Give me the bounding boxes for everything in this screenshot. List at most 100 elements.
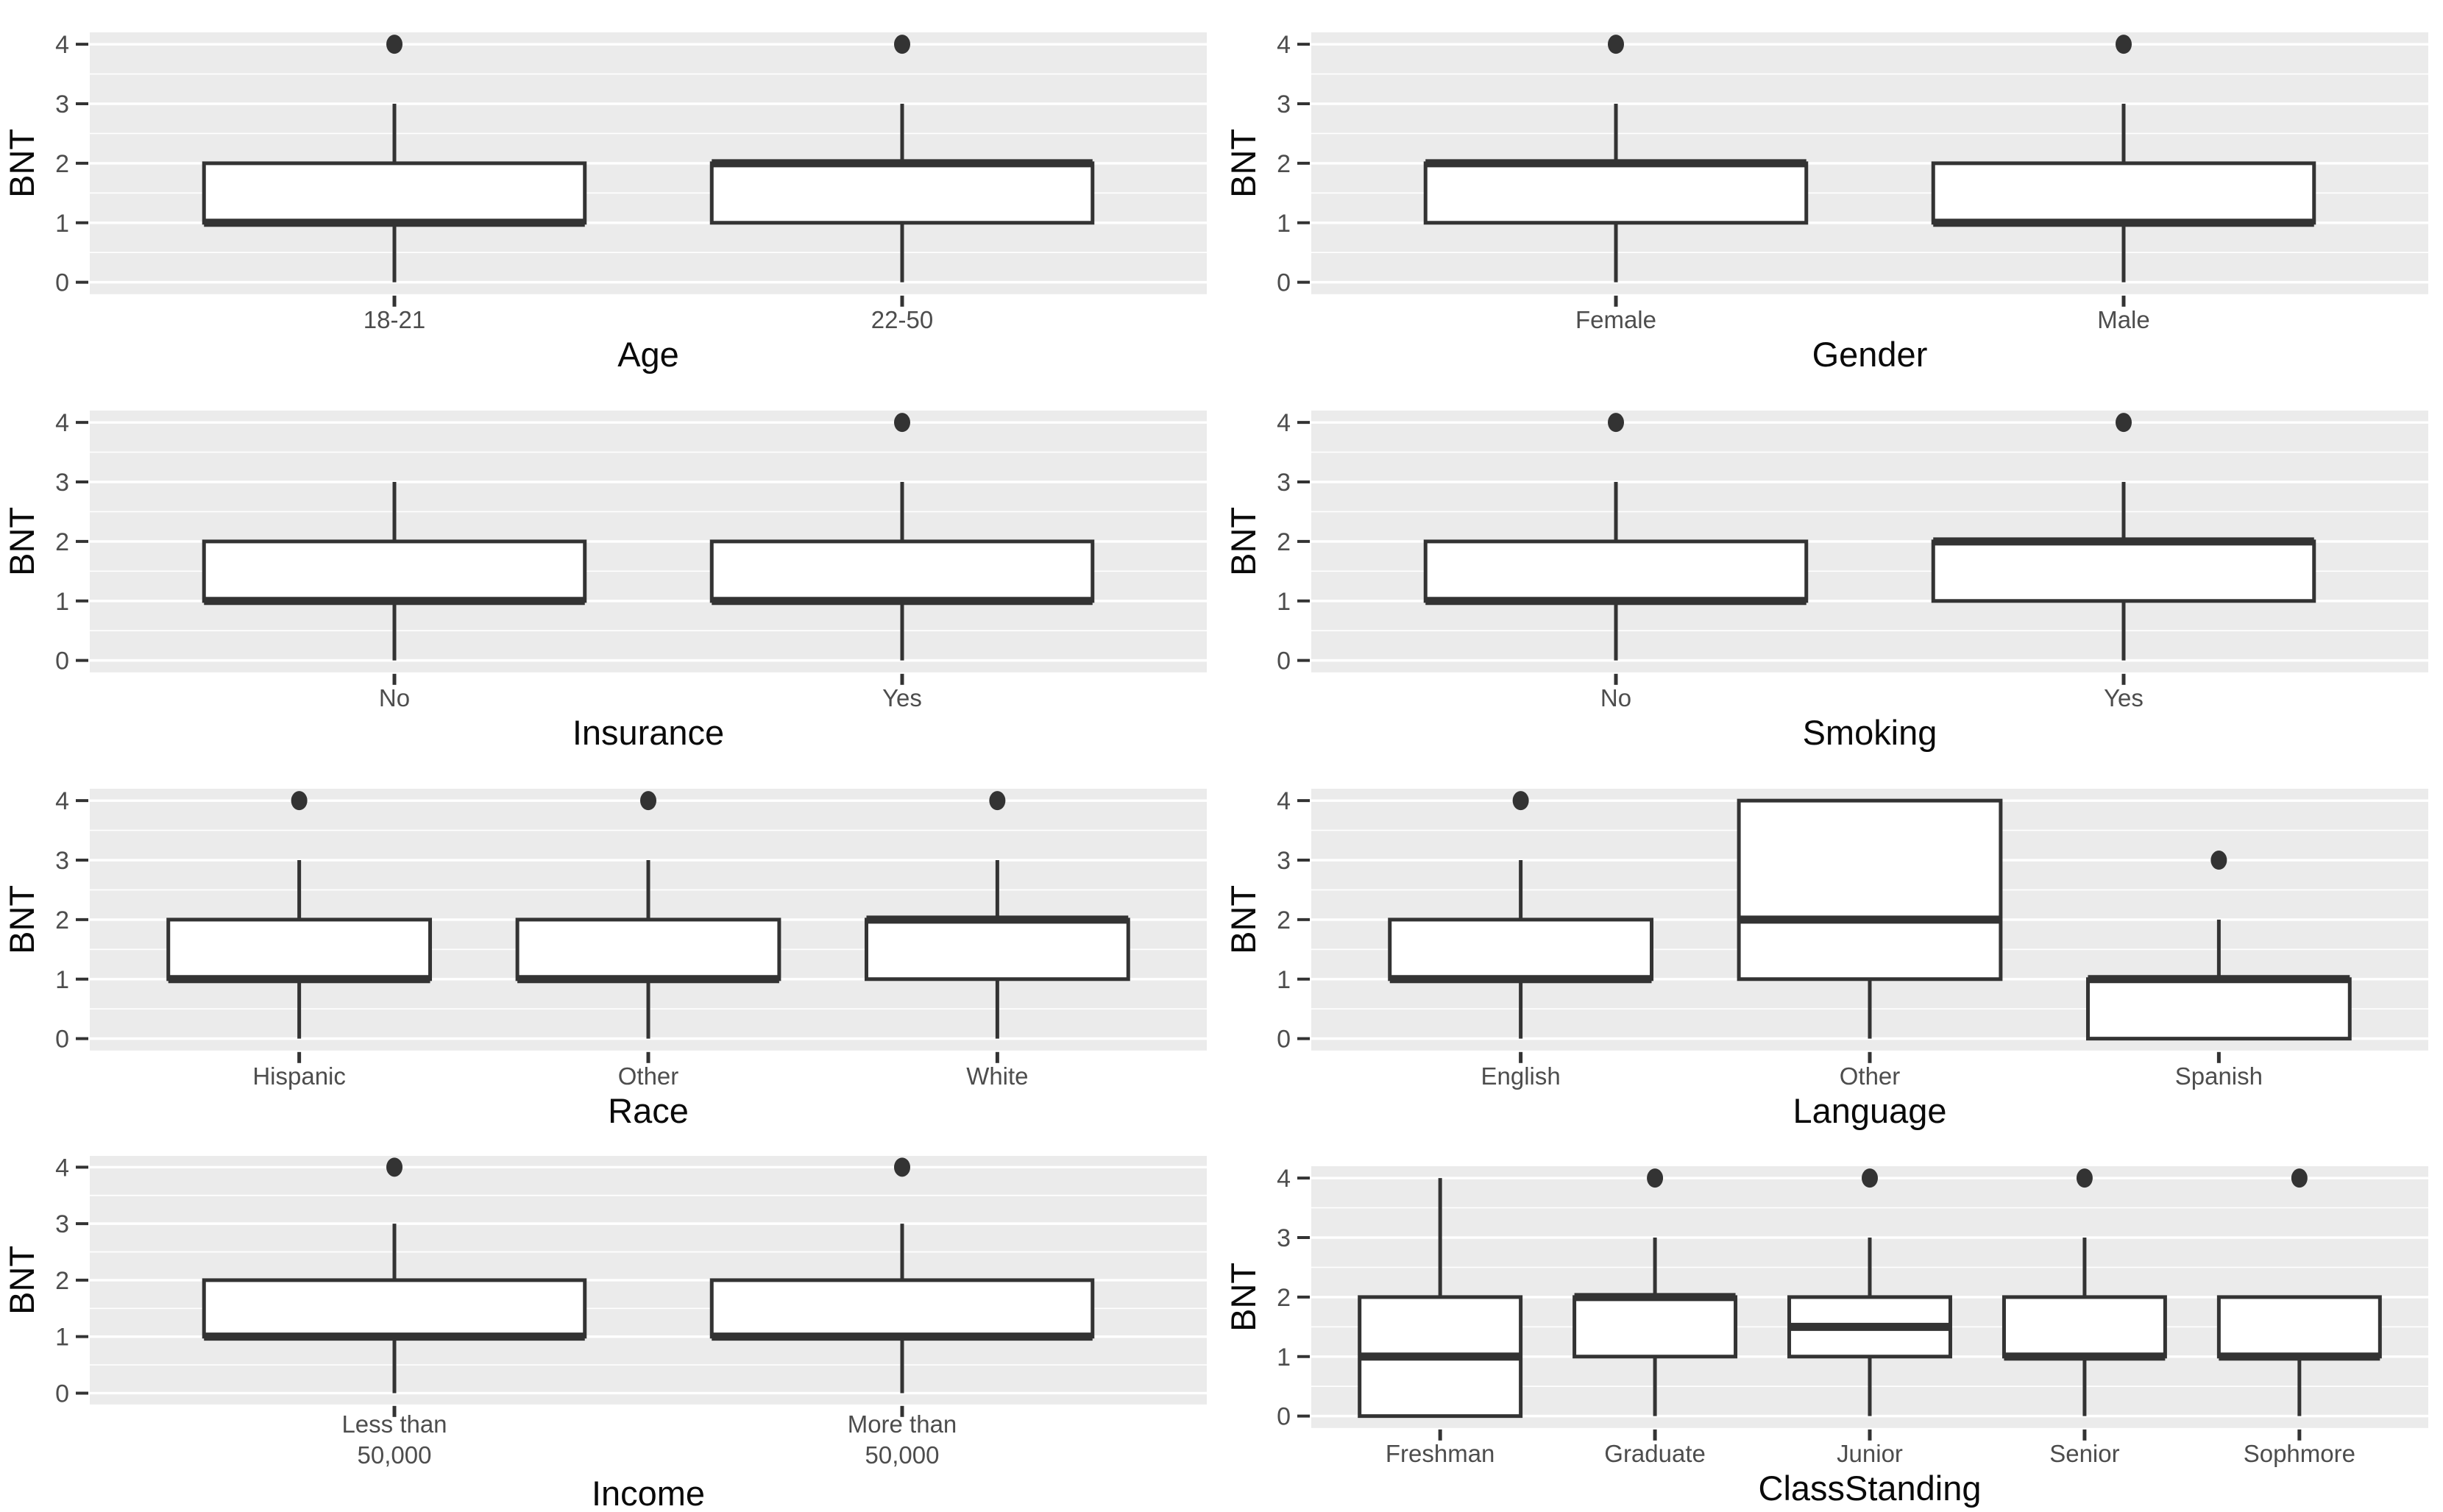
y-tick-label: 3 [55,469,69,497]
y-tick-label: 4 [55,1154,69,1182]
y-tick-label: 0 [1277,1403,1291,1431]
y-tick-label: 4 [55,409,69,437]
boxplot-box [709,539,1095,603]
y-tick-label: 2 [55,1267,69,1295]
y-tick-label: 4 [1277,1165,1291,1193]
boxplot-box [1388,917,1654,981]
outlier-point [1608,35,1624,54]
x-axis-title: ClassStanding [1759,1469,1982,1508]
x-tick-label: 50,000 [358,1441,432,1469]
boxplot-box [202,161,587,225]
y-tick-label: 3 [55,1210,69,1238]
y-tick-label: 1 [1277,210,1291,238]
x-tick-label: No [1600,684,1631,711]
y-tick-label: 1 [55,1324,69,1352]
boxplot-box [166,917,433,981]
outlier-point [640,790,656,810]
y-tick-label: 1 [55,588,69,616]
boxplot-box [1931,539,2316,603]
x-tick-label: Yes [882,684,922,711]
y-tick-label: 2 [1277,906,1291,934]
y-axis-title: BNT [1224,884,1263,954]
boxplot-box [709,161,1095,225]
outlier-point [2116,412,2132,432]
outlier-point [2076,1168,2093,1188]
y-tick-label: 3 [1277,1224,1291,1252]
y-tick-label: 3 [1277,469,1291,497]
boxplot-box [2001,1295,2167,1359]
boxplot-box [864,917,1130,981]
y-axis-title: BNT [1224,1263,1263,1332]
y-tick-label: 1 [1277,1344,1291,1371]
x-tick-label: Other [618,1062,679,1089]
y-tick-label: 3 [1277,90,1291,118]
y-tick-label: 3 [55,90,69,118]
x-tick-label: 18-21 [364,306,425,333]
x-axis-title: Age [617,335,679,374]
y-tick-label: 4 [55,787,69,815]
x-tick-label: Female [1575,306,1656,333]
y-axis-title: BNT [2,507,41,576]
boxplot-box [2085,976,2352,1040]
boxplot-box [1423,161,1809,225]
outlier-point [1647,1168,1664,1188]
y-tick-label: 2 [1277,1284,1291,1312]
y-tick-label: 0 [55,647,69,675]
x-axis-title: Smoking [1803,713,1937,752]
y-tick-label: 2 [55,528,69,556]
x-axis-title: Income [592,1474,705,1512]
y-tick-label: 0 [1277,269,1291,297]
x-axis-title: Insurance [572,713,724,752]
y-axis-title: BNT [2,129,41,198]
boxplot-box [1423,539,1809,603]
x-tick-label: Freshman [1386,1440,1495,1467]
x-tick-label: Less than [341,1410,447,1438]
outlier-point [1862,1168,1878,1188]
outlier-point [386,35,403,54]
boxplot-box [515,917,781,981]
outlier-point [989,790,1006,810]
y-axis-title: BNT [2,1246,41,1315]
y-tick-label: 1 [1277,588,1291,616]
boxplot-box [1572,1295,1738,1359]
x-axis-title: Language [1793,1090,1946,1129]
y-tick-label: 4 [1277,409,1291,437]
y-tick-label: 4 [1277,31,1291,59]
y-tick-label: 2 [55,906,69,934]
outlier-point [894,412,910,432]
outlier-point [894,35,910,54]
boxplot-box [202,539,587,603]
outlier-point [2210,850,2227,870]
outlier-point [1608,412,1624,432]
boxplot-box [202,1278,587,1339]
boxplot-box [2216,1295,2382,1359]
y-axis-title: BNT [1224,507,1263,576]
x-tick-label: Senior [2049,1440,2119,1467]
y-axis-title: BNT [2,884,41,954]
x-tick-label: Graduate [1604,1440,1706,1467]
y-tick-label: 1 [1277,965,1291,993]
y-tick-label: 1 [55,210,69,238]
x-tick-label: More than [848,1410,957,1438]
x-tick-label: Sophmore [2244,1440,2355,1467]
y-tick-label: 4 [55,31,69,59]
y-tick-label: 3 [1277,847,1291,875]
outlier-point [2291,1168,2308,1188]
x-tick-label: English [1481,1062,1561,1089]
outlier-point [894,1157,910,1177]
outlier-point [291,790,308,810]
x-tick-label: Hispanic [252,1062,346,1089]
y-tick-label: 1 [55,965,69,993]
